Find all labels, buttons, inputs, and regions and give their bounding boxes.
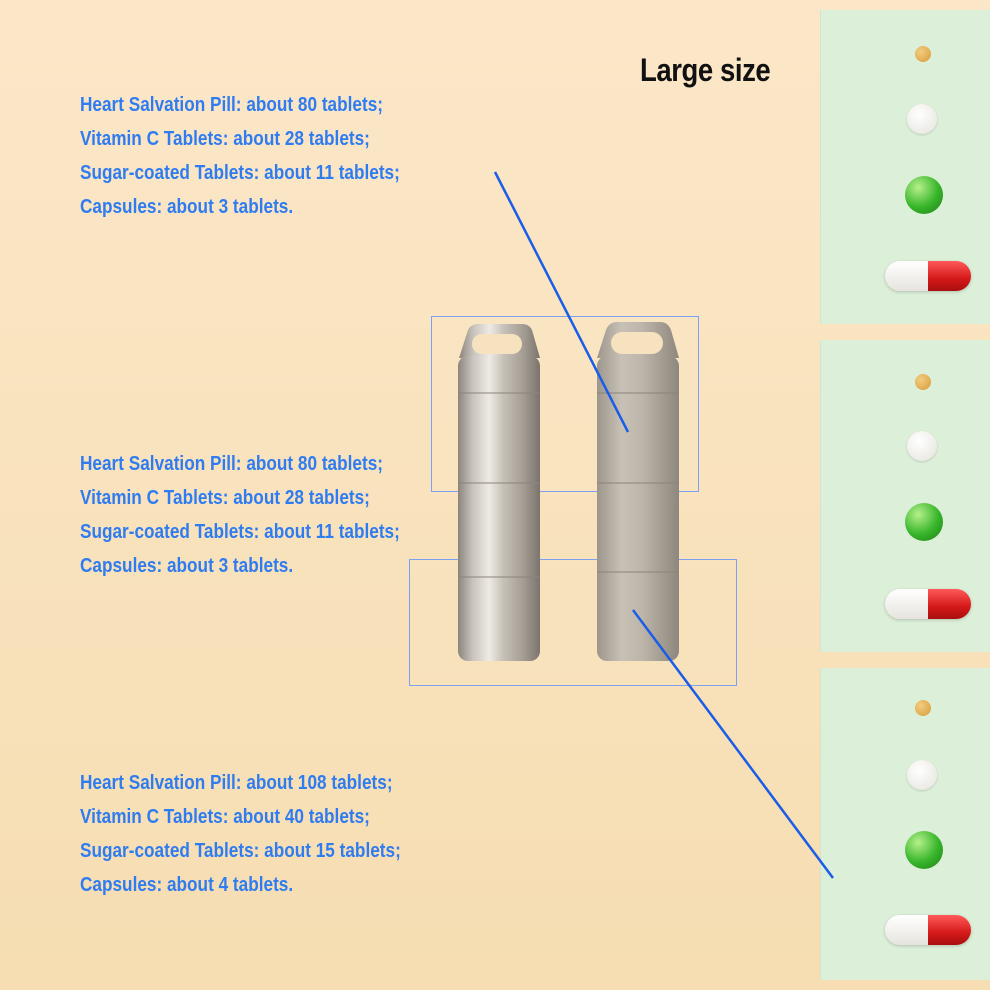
capacity-line-heart-pill: Heart Salvation Pill: about 108 tablets;	[80, 772, 393, 794]
capacity-line-vitamin-c: Vitamin C Tablets: about 28 tablets;	[80, 487, 370, 509]
capacity-line-capsules: Capsules: about 3 tablets.	[80, 196, 294, 218]
capacity-line-heart-pill: Heart Salvation Pill: about 80 tablets;	[80, 94, 383, 116]
highlight-frame-top	[431, 316, 699, 492]
capacity-line-vitamin-c: Vitamin C Tablets: about 40 tablets;	[80, 806, 370, 828]
highlight-frame-bottom	[409, 559, 737, 686]
capacity-text-block-1: Heart Salvation Pill: about 80 tablets; …	[80, 88, 452, 224]
sugar-coated-tablet-icon	[905, 831, 943, 869]
sugar-coated-tablet-icon	[905, 176, 943, 214]
capacity-line-sugar-coated: Sugar-coated Tablets: about 11 tablets;	[80, 162, 400, 184]
title-large-size: Large size	[640, 52, 771, 88]
sugar-coated-tablet-icon	[905, 503, 943, 541]
pill-icon	[915, 700, 931, 716]
capacity-text-block-3: Heart Salvation Pill: about 108 tablets;…	[80, 766, 453, 902]
capacity-line-heart-pill: Heart Salvation Pill: about 80 tablets;	[80, 453, 383, 475]
pill-types-panel-1	[820, 10, 990, 324]
capacity-line-capsules: Capsules: about 3 tablets.	[80, 555, 294, 577]
capacity-line-capsules: Capsules: about 4 tablets.	[80, 874, 294, 896]
capsule-icon	[885, 261, 971, 291]
capacity-text-block-2: Heart Salvation Pill: about 80 tablets; …	[80, 447, 452, 583]
capacity-line-sugar-coated: Sugar-coated Tablets: about 11 tablets;	[80, 521, 400, 543]
capsule-icon	[885, 589, 971, 619]
vitamin-tablet-icon	[907, 104, 937, 134]
pill-icon	[915, 374, 931, 390]
vitamin-tablet-icon	[907, 431, 937, 461]
pill-icon	[915, 46, 931, 62]
capsule-icon	[885, 915, 971, 945]
capacity-line-vitamin-c: Vitamin C Tablets: about 28 tablets;	[80, 128, 370, 150]
capacity-line-sugar-coated: Sugar-coated Tablets: about 15 tablets;	[80, 840, 401, 862]
pill-types-panel-2	[820, 340, 990, 652]
vitamin-tablet-icon	[907, 760, 937, 790]
pill-types-panel-3	[820, 668, 990, 980]
